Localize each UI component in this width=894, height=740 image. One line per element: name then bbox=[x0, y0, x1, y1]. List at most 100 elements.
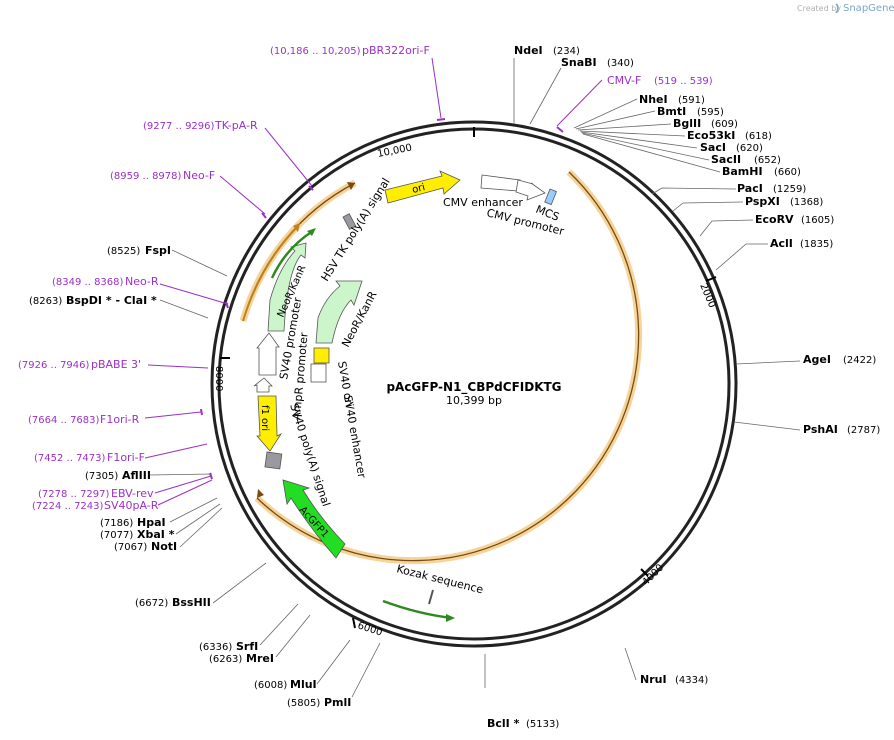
enzyme-ndei-pos: (234) bbox=[553, 46, 580, 57]
enzyme-bamhi-pos: (660) bbox=[774, 167, 801, 178]
f1-ori-label: f1 ori bbox=[259, 405, 270, 431]
kozak-label: Kozak sequence bbox=[395, 562, 485, 596]
enzyme-agei: AgeI bbox=[803, 353, 831, 366]
enzyme-bcli: BclI * bbox=[487, 717, 520, 730]
enzyme-acli-pos: (1835) bbox=[800, 239, 833, 250]
tick-2000: 2000 bbox=[697, 282, 717, 310]
sv40-enhancer-box bbox=[310, 363, 327, 383]
enzyme-srfi-pos: (6336) bbox=[199, 642, 232, 653]
primer-f1ori-r-range: (7664 .. 7683) bbox=[28, 415, 100, 426]
primer-cmv-f: CMV-F bbox=[607, 74, 641, 87]
primer-neo-f: Neo-F bbox=[183, 169, 215, 182]
enzyme-bsshii-pos: (6672) bbox=[135, 598, 168, 609]
primer-sv40pa-r-range: (7224 .. 7243) bbox=[32, 501, 104, 512]
primer-neo-r-range: (8349 .. 8368) bbox=[52, 277, 124, 288]
enzyme-mrei: MreI bbox=[246, 652, 274, 665]
enzyme-afliii-pos: (7305) bbox=[85, 471, 118, 482]
enzyme-bglii-pos: (609) bbox=[711, 119, 738, 130]
tick-6000: 6000 bbox=[356, 620, 384, 638]
primer-pbabe-range: (7926 .. 7946) bbox=[18, 360, 90, 371]
enzyme-fspi-pos: (8525) bbox=[107, 246, 140, 257]
orf-arc-right-line bbox=[256, 171, 640, 562]
backbone-outer bbox=[210, 120, 738, 648]
orf-small-arrows bbox=[242, 223, 300, 322]
enzyme-pshai: PshAI bbox=[803, 423, 838, 436]
primer-tk-pa-r: TK-pA-R bbox=[214, 119, 258, 132]
enzyme-noti: NotI bbox=[151, 540, 177, 553]
enzyme-bmti: BmtI bbox=[657, 105, 686, 118]
enzyme-ecorv-pos: (1605) bbox=[801, 215, 834, 226]
enzyme-bamhi: BamHI bbox=[722, 165, 763, 178]
enzyme-fspi: FspI bbox=[145, 244, 171, 257]
enzyme-bspdi-clai-pos: (8263) bbox=[29, 296, 62, 307]
primer-sv40pa-r: SV40pA-R bbox=[104, 499, 159, 512]
sv40-enhancer-label: SV40 enhancer bbox=[341, 394, 368, 479]
enzyme-xbai: XbaI * bbox=[137, 528, 175, 541]
primer-arrow-neo bbox=[270, 228, 316, 279]
enzyme-eco53ki-pos: (618) bbox=[745, 131, 772, 142]
primer-leaders bbox=[144, 57, 603, 506]
enzyme-hpai: HpaI bbox=[137, 516, 166, 529]
enzyme-xbai-pos: (7077) bbox=[100, 530, 133, 541]
sv40-ori-box bbox=[313, 347, 330, 364]
enzyme-bspdi-clai: BspDI * - ClaI * bbox=[66, 294, 157, 307]
snapgene-logo: SnapGene bbox=[835, 3, 894, 14]
enzyme-mlui-pos: (6008) bbox=[254, 680, 287, 691]
enzyme-bcli-pos: (5133) bbox=[526, 719, 559, 730]
enzyme-snabi-pos: (340) bbox=[607, 58, 634, 69]
enzyme-bglii: BglII bbox=[673, 117, 701, 130]
feature-acgfp1: AcGFP1 bbox=[282, 479, 346, 559]
enzyme-eco53ki: Eco53kI bbox=[687, 129, 735, 142]
primer-f1ori-f: F1ori-F bbox=[107, 451, 145, 464]
primer-neo-f-range: (8959 .. 8978) bbox=[110, 171, 182, 182]
enzyme-sacii: SacII bbox=[711, 153, 741, 166]
credit-brand: SnapGene bbox=[843, 3, 894, 14]
enzyme-nrui: NruI bbox=[640, 673, 667, 686]
primer-tk-pa-r-range: (9277 .. 9296) bbox=[143, 121, 215, 132]
enzyme-pspxi: PspXI bbox=[745, 195, 780, 208]
feature-kozak: Kozak sequence bbox=[382, 562, 485, 622]
enzyme-agei-pos: (2422) bbox=[843, 355, 876, 366]
enzyme-pspxi-pos: (1368) bbox=[790, 197, 823, 208]
enzyme-saci: SacI bbox=[700, 141, 726, 154]
hsv-tk-box bbox=[342, 213, 357, 230]
enzyme-saci-pos: (620) bbox=[736, 143, 763, 154]
enzyme-srfi: SrfI bbox=[236, 640, 258, 653]
enzyme-bsshii: BssHII bbox=[172, 596, 211, 609]
enzyme-bmti-pos: (595) bbox=[697, 107, 724, 118]
hsv-tk-label: HSV TK poly(A) signal bbox=[319, 176, 393, 284]
primer-cmv-f-range: (519 .. 539) bbox=[654, 76, 713, 87]
primer-pbabe: pBABE 3' bbox=[91, 358, 141, 371]
primer-f1ori-f-range: (7452 .. 7473) bbox=[34, 453, 106, 464]
enzyme-acli: AclI bbox=[770, 237, 793, 250]
enzyme-mrei-pos: (6263) bbox=[209, 654, 242, 665]
primer-neo-r: Neo-R bbox=[125, 275, 159, 288]
credit-text: Created by bbox=[797, 4, 841, 13]
enzyme-nhei: NheI bbox=[639, 93, 668, 106]
enzyme-hpai-pos: (7186) bbox=[100, 518, 133, 529]
ori-label: ori bbox=[411, 182, 426, 196]
enzyme-paci-pos: (1259) bbox=[773, 184, 806, 195]
plasmid-size: 10,399 bp bbox=[446, 394, 502, 407]
enzyme-sacii-pos: (652) bbox=[754, 155, 781, 166]
enzyme-noti-pos: (7067) bbox=[114, 542, 147, 553]
primer-pbr322ori-f-range: (10,186 .. 10,205) bbox=[270, 46, 361, 57]
sv40-polya-box bbox=[264, 451, 283, 470]
feature-neor-inner: NeoR/KanR bbox=[315, 280, 380, 349]
enzyme-mlui: MluI bbox=[290, 678, 317, 691]
enzyme-pshai-pos: (2787) bbox=[847, 425, 880, 436]
enzyme-ndei: NdeI bbox=[514, 44, 543, 57]
enzyme-pmli-pos: (5805) bbox=[287, 698, 320, 709]
plasmid-name: pAcGFP-N1_CBPdCFIDKTG bbox=[386, 380, 561, 395]
primer-ebv-rev-range: (7278 .. 7297) bbox=[38, 489, 110, 500]
enzyme-nhei-pos: (591) bbox=[678, 95, 705, 106]
feature-f1-ori: f1 ori bbox=[256, 395, 283, 452]
tick-8000: 8000 bbox=[213, 366, 224, 391]
primer-f1ori-r: F1ori-R bbox=[100, 413, 140, 426]
enzyme-nrui-pos: (4334) bbox=[675, 675, 708, 686]
enzyme-paci: PacI bbox=[737, 182, 763, 195]
primer-ebv-rev: EBV-rev bbox=[111, 487, 154, 500]
primer-labels: (10,186 .. 10,205) pBR322ori-F CMV-F (51… bbox=[18, 44, 713, 512]
enzyme-snabi: SnaBI bbox=[561, 56, 597, 69]
